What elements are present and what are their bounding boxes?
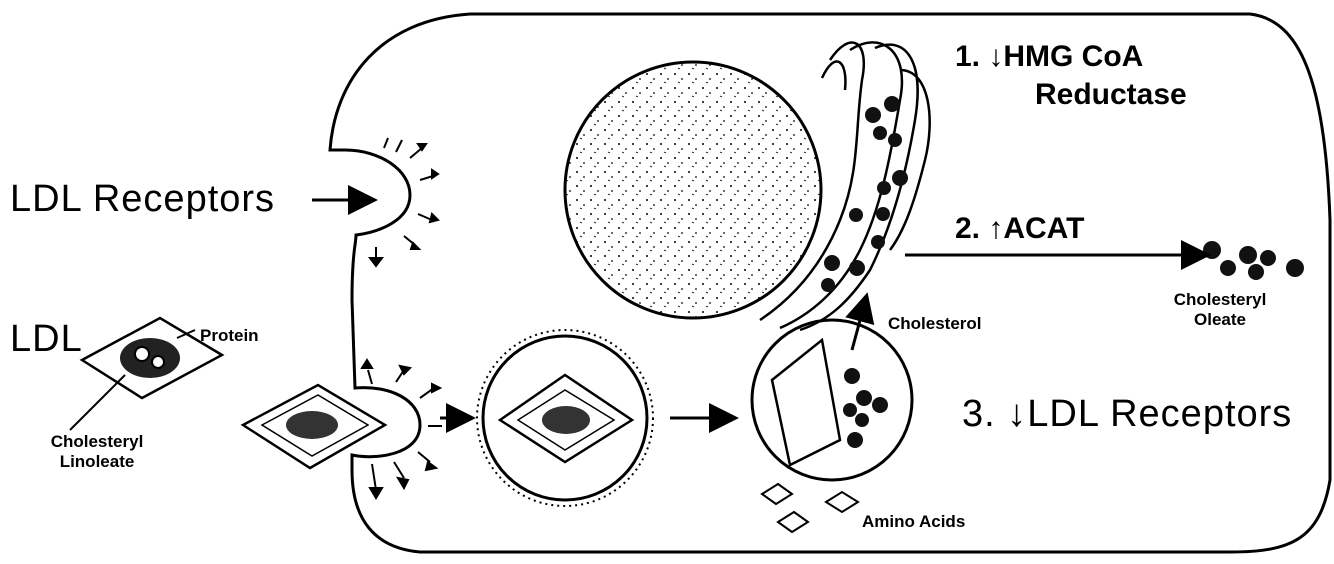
cholesteryl-oleate-droplets (1203, 241, 1304, 280)
label-cholesterol: Cholesterol (888, 314, 982, 334)
label-acat: 2. ↑ACAT (955, 212, 1084, 246)
label-ldl-receptors-down: 3. ↓LDL Receptors (962, 393, 1292, 436)
label-reductase: Reductase (1035, 78, 1187, 112)
coated-vesicle (477, 330, 653, 506)
label-cholesteryl-linoleate-line1: Cholesteryl (28, 432, 166, 452)
label-hmg-coa: 1. ↓HMG CoA (955, 40, 1143, 74)
label-cholesteryl-linoleate-line2: Linoleate (28, 452, 166, 472)
lysosome (752, 320, 912, 480)
label-amino-acids: Amino Acids (862, 512, 965, 532)
label-protein: Protein (200, 326, 259, 346)
label-ldl: LDL (10, 318, 83, 361)
label-cholesteryl-linoleate: Cholesteryl Linoleate (28, 432, 166, 472)
nucleus (565, 62, 821, 318)
label-cholesteryl-oleate: Cholesteryl Oleate (1160, 290, 1280, 330)
label-cholesteryl-oleate-line2: Oleate (1160, 310, 1280, 330)
amino-acid-diamonds (762, 484, 858, 532)
coated-pit-lower (362, 360, 442, 498)
label-cholesteryl-oleate-line1: Cholesteryl (1160, 290, 1280, 310)
label-ldl-receptors: LDL Receptors (10, 178, 275, 221)
